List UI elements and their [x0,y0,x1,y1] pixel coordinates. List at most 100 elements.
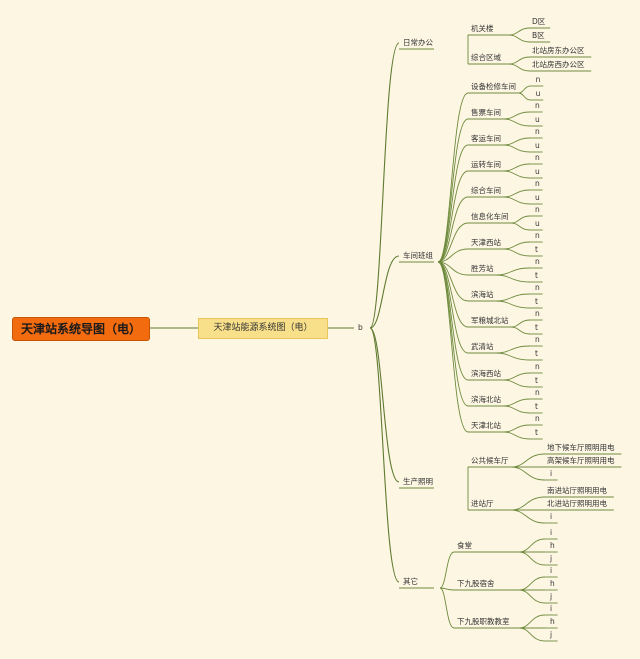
leaf-3-2-1[interactable]: h [550,617,555,626]
leaf-1-1-1[interactable]: u [535,115,540,124]
sub-node-2-0[interactable]: 公共候车厅 [471,456,509,465]
leaf-0-0-1[interactable]: B区 [532,31,545,40]
leaf-3-2-2[interactable]: j [550,630,553,639]
leaf-3-0-2[interactable]: j [550,554,553,563]
leaf-1-6-0[interactable]: n [535,231,540,240]
leaf-3-2-0[interactable]: i [550,604,553,613]
leaf-connector-3-1-0 [518,576,546,591]
leaf-connector-3-0-2 [518,551,546,566]
leaf-connector-0-1-1 [508,63,531,72]
leaf-connector-1-13-0 [503,424,531,433]
sub-node-1-8[interactable]: 滨海站 [471,290,494,299]
leaf-0-1-0[interactable]: 北站房东办公区 [532,46,585,55]
leaf-connector-2-0-2 [510,466,546,481]
sub-node-1-9[interactable]: 军粮城北站 [471,316,509,325]
leaf-2-0-2[interactable]: i [550,469,553,478]
branch-1[interactable]: 车间班组 [403,251,433,260]
leaf-3-1-1[interactable]: h [550,579,555,588]
leaf-0-0-0[interactable]: D区 [532,17,546,26]
sub-node-0-0[interactable]: 机关楼 [471,24,494,33]
leaf-2-0-0[interactable]: 地下候车厅照明用电 [547,443,615,452]
sub-node-2-1[interactable]: 进站厅 [471,499,494,508]
sub-node-1-0[interactable]: 设备检修车间 [471,82,516,91]
leaf-3-0-1[interactable]: h [550,541,555,550]
sub-node-3-0[interactable]: 食堂 [457,541,472,550]
branch-3[interactable]: 其它 [403,577,418,586]
leaf-connector-1-5-0 [510,215,531,224]
leaf-1-8-0[interactable]: n [535,283,540,292]
sub-node-0-1[interactable]: 综合区域 [471,53,501,62]
leaf-connector-1-1-0 [503,111,531,120]
leaf-1-10-0[interactable]: n [535,335,540,344]
leaf-1-1-0[interactable]: n [535,101,540,110]
leaf-connector-1-3-1 [503,170,531,179]
hub-node[interactable]: b [358,323,363,332]
leaf-1-3-0[interactable]: n [535,153,540,162]
leaf-1-13-0[interactable]: n [535,414,540,423]
leaf-1-8-1[interactable]: t [535,297,538,306]
sub-node-1-10[interactable]: 武清站 [471,342,494,351]
sub-connector-1-4 [437,196,469,263]
leaf-3-0-0[interactable]: i [550,528,553,537]
leaf-connector-1-4-1 [503,196,531,205]
sub-node-1-7[interactable]: 胜芳站 [471,264,494,273]
leaf-connector-0-0-1 [508,34,531,43]
leaf-1-11-1[interactable]: t [535,376,538,385]
leaf-1-7-0[interactable]: n [535,257,540,266]
leaf-1-13-1[interactable]: t [535,428,538,437]
sub-node-1-13[interactable]: 天津北站 [471,421,501,430]
sub-node-1-11[interactable]: 滨海西站 [471,369,501,378]
leaf-connector-1-2-0 [503,137,531,146]
leaf-1-4-1[interactable]: u [535,193,540,202]
sub-node-1-12[interactable]: 滨海北站 [471,395,501,404]
leaf-0-1-1[interactable]: 北站房西办公区 [532,60,585,69]
branch-2[interactable]: 生产照明 [403,477,433,486]
leaf-2-0-1[interactable]: 高架候车厅照明用电 [547,456,615,465]
leaf-1-12-0[interactable]: n [535,388,540,397]
leaf-1-7-1[interactable]: t [535,271,538,280]
sub-node-1-5[interactable]: 信息化车间 [471,212,509,221]
leaf-connector-1-6-1 [503,248,531,257]
leaf-1-10-1[interactable]: t [535,349,538,358]
leaf-connector-3-1-2 [518,589,546,604]
leaf-3-1-0[interactable]: i [550,566,553,575]
sub-connector-1-3 [437,170,469,263]
leaf-connector-1-0-0 [518,85,531,94]
leaf-connector-1-10-1 [495,352,531,361]
leaf-1-5-1[interactable]: u [535,219,540,228]
branch-0[interactable]: 日常办公 [403,38,433,47]
leaf-1-0-0[interactable]: n [535,75,541,84]
leaf-1-11-0[interactable]: n [535,362,540,371]
leaf-connector-0-1-0 [508,56,531,65]
leaf-connector-1-0-1 [518,92,531,101]
sub-connector-3-1 [439,587,455,591]
leaf-connector-1-6-0 [503,241,531,250]
root-node[interactable]: 天津站系统导图（电） [12,317,150,341]
leaf-1-0-1[interactable]: u [535,89,541,98]
leaf-1-9-0[interactable]: n [535,309,540,318]
sub-node-1-6[interactable]: 天津西站 [471,238,501,247]
sub-node-3-2[interactable]: 下九股职教教室 [457,617,510,626]
sub-node-1-1[interactable]: 售票车间 [471,108,501,117]
sub-node-1-4[interactable]: 综合车间 [471,186,501,195]
sub-node-1-3[interactable]: 运转车间 [471,160,501,169]
leaf-1-2-0[interactable]: n [535,127,540,136]
leaf-1-5-0[interactable]: n [535,205,540,214]
main-topic-node[interactable]: 天津站能源系统图（电） [198,318,328,339]
leaf-1-6-1[interactable]: t [535,245,538,254]
leaf-connector-1-13-1 [503,431,531,440]
leaf-connector-1-10-0 [495,345,531,354]
leaf-1-9-1[interactable]: t [535,323,538,332]
leaf-1-4-0[interactable]: n [535,179,540,188]
sub-connector-3-0 [439,551,455,589]
leaf-1-2-1[interactable]: u [535,141,540,150]
leaf-3-1-2[interactable]: j [550,592,553,601]
leaf-2-1-0[interactable]: 南进站厅照明用电 [547,486,607,495]
leaf-1-12-1[interactable]: t [535,402,538,411]
leaf-1-3-1[interactable]: u [535,167,540,176]
sub-node-3-1[interactable]: 下九股宿舍 [457,579,495,588]
sub-node-1-2[interactable]: 客运车间 [471,134,501,143]
leaf-2-1-2[interactable]: i [550,512,553,521]
leaf-2-1-1[interactable]: 北进站厅照明用电 [547,499,607,508]
